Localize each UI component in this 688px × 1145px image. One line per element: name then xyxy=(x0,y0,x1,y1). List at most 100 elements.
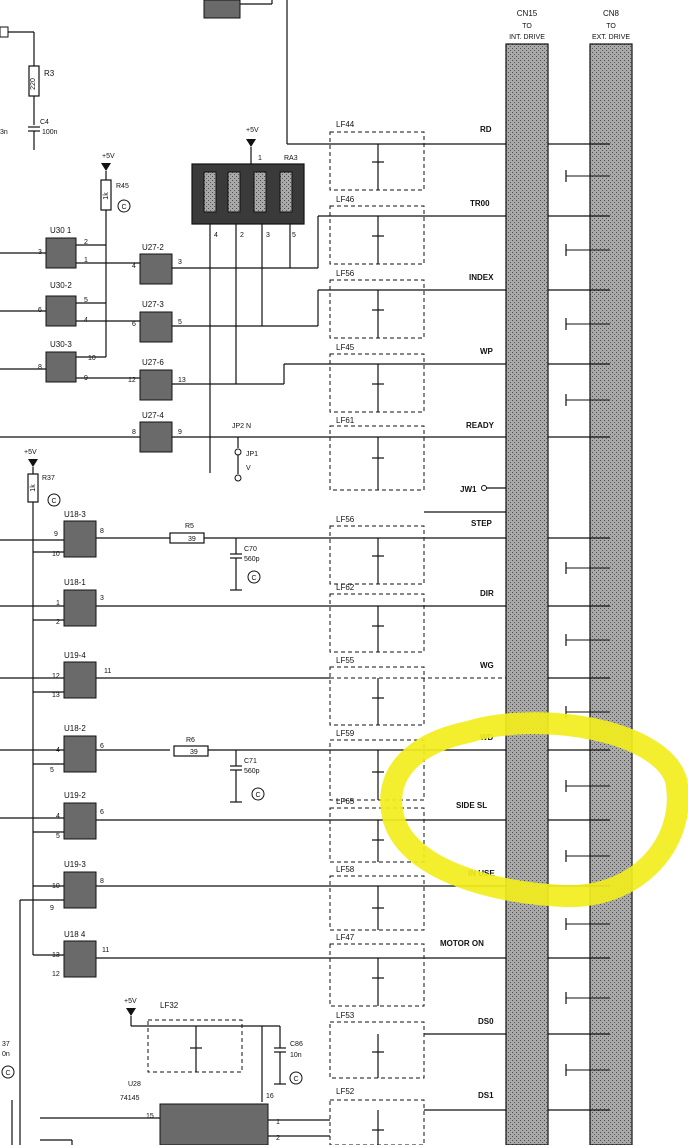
cn8-to: TO xyxy=(606,23,616,30)
svg-text:LF47: LF47 xyxy=(336,933,355,942)
filter-lf61: LF61 xyxy=(329,416,425,491)
gate-u27-2: U27-2 4 3 xyxy=(132,243,182,285)
svg-text:13: 13 xyxy=(52,692,60,699)
c4-value: 100n xyxy=(42,129,58,136)
svg-text:U18-1: U18-1 xyxy=(64,578,86,587)
connector-cn8-strip xyxy=(589,43,633,1145)
svg-text:4: 4 xyxy=(214,232,218,239)
svg-text:11: 11 xyxy=(102,947,109,954)
filter-lf58: LF58 xyxy=(329,865,425,931)
svg-text:11: 11 xyxy=(104,668,111,675)
svg-text:+5V: +5V xyxy=(246,127,259,134)
svg-text:8: 8 xyxy=(132,429,136,436)
svg-text:V: V xyxy=(246,465,251,472)
signal-dir: DIR xyxy=(480,589,494,598)
svg-text:3: 3 xyxy=(178,259,182,266)
svg-text:U27-2: U27-2 xyxy=(142,243,164,252)
gate-u27-6: U27-6 12 13 xyxy=(128,358,186,401)
svg-text:5: 5 xyxy=(50,767,54,774)
svg-text:U30-3: U30-3 xyxy=(50,340,72,349)
resistor-r5 xyxy=(169,532,205,544)
svg-text:12: 12 xyxy=(128,377,136,384)
svg-text:4: 4 xyxy=(56,813,60,820)
svg-text:3: 3 xyxy=(266,232,270,239)
svg-text:+5V: +5V xyxy=(124,998,137,1005)
gate-u27-4: U27-4 8 9 xyxy=(132,411,182,453)
svg-text:LF32: LF32 xyxy=(160,1001,179,1010)
svg-text:9: 9 xyxy=(54,531,58,538)
resistor-r6 xyxy=(173,745,209,757)
gate-u19-3: U19-3 10 9 8 xyxy=(50,860,104,912)
svg-text:8: 8 xyxy=(38,364,42,371)
svg-text:5: 5 xyxy=(84,297,88,304)
svg-text:C71: C71 xyxy=(244,758,257,765)
svg-text:R5: R5 xyxy=(185,523,194,530)
filter-lf55: LF55 xyxy=(329,656,425,726)
svg-text:2: 2 xyxy=(276,1135,280,1142)
svg-text:+5V: +5V xyxy=(102,153,115,160)
svg-text:LF53: LF53 xyxy=(336,1011,355,1020)
c71-value: 560p xyxy=(244,768,260,775)
signal-rd: RD xyxy=(480,125,492,134)
svg-text:4: 4 xyxy=(132,263,136,270)
svg-text:1: 1 xyxy=(84,257,88,264)
svg-text:8: 8 xyxy=(100,878,104,885)
svg-text:C86: C86 xyxy=(290,1041,303,1048)
svg-text:C: C xyxy=(121,204,126,211)
svg-text:C: C xyxy=(251,575,256,582)
signal-jw1: JW1 xyxy=(460,485,477,494)
svg-text:C: C xyxy=(255,792,260,799)
signal-wg: WG xyxy=(480,661,494,670)
svg-text:12: 12 xyxy=(52,971,60,978)
svg-text:5: 5 xyxy=(292,232,296,239)
svg-text:U27-3: U27-3 xyxy=(142,300,164,309)
signal-labels: RD TR00 INDEX WP READY JW1 STEP DIR WG W… xyxy=(440,125,495,1100)
gate-u18-4: U18 4 13 12 11 xyxy=(52,930,109,978)
connector-cn15-strip xyxy=(505,43,549,1145)
svg-text:74145: 74145 xyxy=(120,1095,140,1102)
svg-text:U30 1: U30 1 xyxy=(50,226,72,235)
cn8-ground-stubs xyxy=(565,170,610,1076)
svg-text:R6: R6 xyxy=(186,737,195,744)
svg-text:1: 1 xyxy=(258,155,262,162)
gate-u30-3: U30-3 8 9 10 xyxy=(38,340,96,383)
svg-text:U28: U28 xyxy=(128,1081,141,1088)
svg-text:U19-2: U19-2 xyxy=(64,791,86,800)
cn8-name: CN8 xyxy=(603,9,620,18)
svg-text:220: 220 xyxy=(30,78,37,90)
gate-u19-4: U19-4 12 13 11 xyxy=(52,651,111,699)
svg-text:6: 6 xyxy=(100,809,104,816)
svg-text:3: 3 xyxy=(100,595,104,602)
svg-text:C70: C70 xyxy=(244,546,257,553)
filter-lf45: LF45 xyxy=(329,343,425,413)
cn15-name: CN15 xyxy=(517,9,538,18)
gate-u18-2: U18-2 4 5 6 xyxy=(50,724,104,774)
svg-text:5: 5 xyxy=(178,319,182,326)
filter-lf56-a: LF56 xyxy=(329,269,425,339)
ic-u28: U28 74145 16 15 1 2 xyxy=(120,1081,280,1145)
filter-lf59: LF59 xyxy=(329,729,425,801)
filter-lf65: LF65 xyxy=(329,797,425,863)
chip-fragment-top xyxy=(203,0,241,19)
filter-lf56-b: LF56 xyxy=(329,515,425,585)
cn8-desc: EXT. DRIVE xyxy=(592,34,630,41)
svg-text:LF45: LF45 xyxy=(336,343,355,352)
filter-lf32: LF32 xyxy=(147,1001,243,1073)
signal-step: STEP xyxy=(471,519,493,528)
cn15-to: TO xyxy=(522,23,532,30)
svg-text:JP1: JP1 xyxy=(246,451,258,458)
svg-text:+5V: +5V xyxy=(24,449,37,456)
svg-text:12: 12 xyxy=(52,673,60,680)
svg-text:LF46: LF46 xyxy=(336,195,355,204)
svg-text:9: 9 xyxy=(178,429,182,436)
filter-lf46: LF46 xyxy=(329,195,425,265)
filter-lf62: LF62 xyxy=(329,583,425,653)
svg-text:R45: R45 xyxy=(116,183,129,190)
signal-ready: READY xyxy=(466,421,495,430)
svg-text:C: C xyxy=(5,1070,10,1077)
svg-text:C: C xyxy=(293,1076,298,1083)
svg-text:2: 2 xyxy=(240,232,244,239)
jumper-jp2-label: JP2 N xyxy=(232,423,251,430)
svg-text:15: 15 xyxy=(146,1113,154,1120)
